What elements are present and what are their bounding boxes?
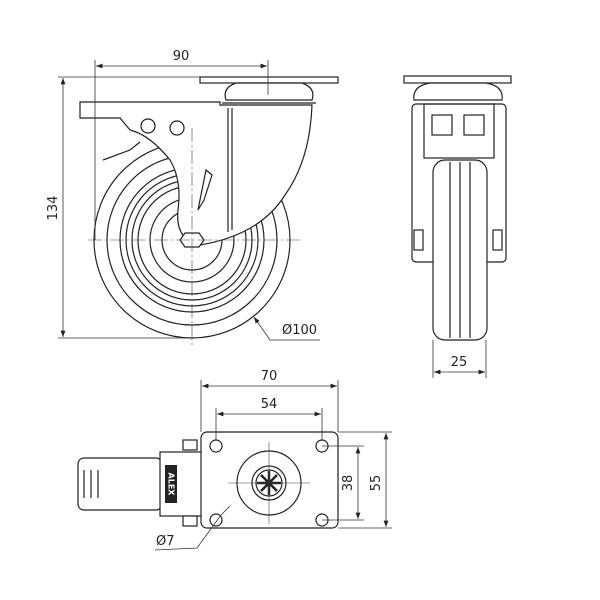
brake-spring — [102, 141, 141, 161]
rivet — [140, 118, 156, 134]
brand-logo — [197, 168, 213, 211]
side-top-plate — [403, 75, 512, 84]
dimension-134-label: 134 — [46, 196, 61, 221]
dimension-38-label: 38 — [341, 475, 356, 492]
dimension-70-label: 70 — [261, 369, 278, 384]
front-view: 90 134 Ø100 — [46, 49, 339, 345]
axle-nut-left — [413, 229, 424, 251]
brand-badge — [165, 465, 177, 503]
wheel-diameter-label: Ø100 — [282, 323, 317, 338]
mounting-hole — [209, 513, 223, 527]
dimension-25-label: 25 — [451, 355, 468, 370]
diameter-leader — [253, 316, 320, 341]
swivel-head — [224, 82, 314, 101]
top-plate — [199, 76, 339, 84]
top-view: ALEX 70 54 38 55 Ø7 — [77, 369, 392, 551]
side-view: 25 — [403, 75, 512, 378]
axle-nut-right — [492, 229, 503, 251]
dimension-90-label: 90 — [173, 49, 190, 64]
rivet — [169, 120, 185, 136]
hole-diameter-label: Ø7 — [156, 534, 175, 549]
hole-diameter-leader — [154, 505, 231, 551]
brand-label: ALEX — [167, 473, 176, 497]
dimension-55-label: 55 — [369, 475, 384, 492]
dimension-54-label: 54 — [261, 397, 278, 412]
